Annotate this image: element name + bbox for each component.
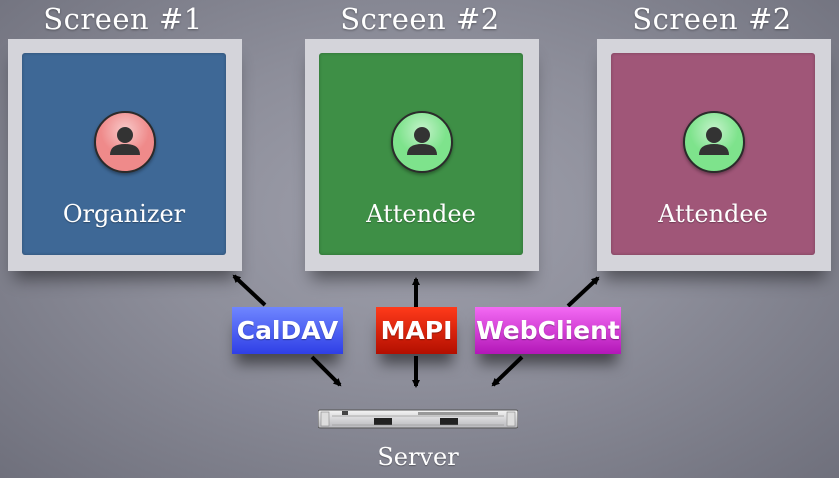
screen-1-title: Screen #1 xyxy=(43,2,203,36)
screen-1-panel: Organizer xyxy=(22,53,226,255)
mapi-protocol-box: MAPI xyxy=(376,307,457,354)
screen-2-title: Screen #2 xyxy=(340,2,500,36)
webclient-arrow-down xyxy=(491,355,524,387)
attendee-person-icon xyxy=(391,111,453,173)
screen-1-role-label: Organizer xyxy=(62,200,186,228)
webclient-protocol-box: WebClient xyxy=(475,307,621,354)
screen-3-frame: Attendee xyxy=(597,39,831,271)
screen-3-panel: Attendee xyxy=(611,53,815,255)
screen-2-panel: Attendee xyxy=(319,53,523,255)
screen-3-role-label: Attendee xyxy=(658,200,768,228)
screen-2-frame: Attendee xyxy=(305,39,539,271)
attendee-person-icon xyxy=(683,111,745,173)
webclient-arrow-up xyxy=(566,276,600,308)
caldav-arrow-up xyxy=(232,274,267,307)
screen-3-title: Screen #2 xyxy=(632,2,792,36)
screen-1-frame: Organizer xyxy=(8,39,242,271)
caldav-arrow-down xyxy=(310,355,342,387)
screen-2-role-label: Attendee xyxy=(366,200,476,228)
caldav-protocol-box: CalDAV xyxy=(232,307,343,354)
server-label: Server xyxy=(377,443,459,471)
organizer-person-icon xyxy=(94,111,156,173)
server-rack-icon xyxy=(317,408,519,430)
